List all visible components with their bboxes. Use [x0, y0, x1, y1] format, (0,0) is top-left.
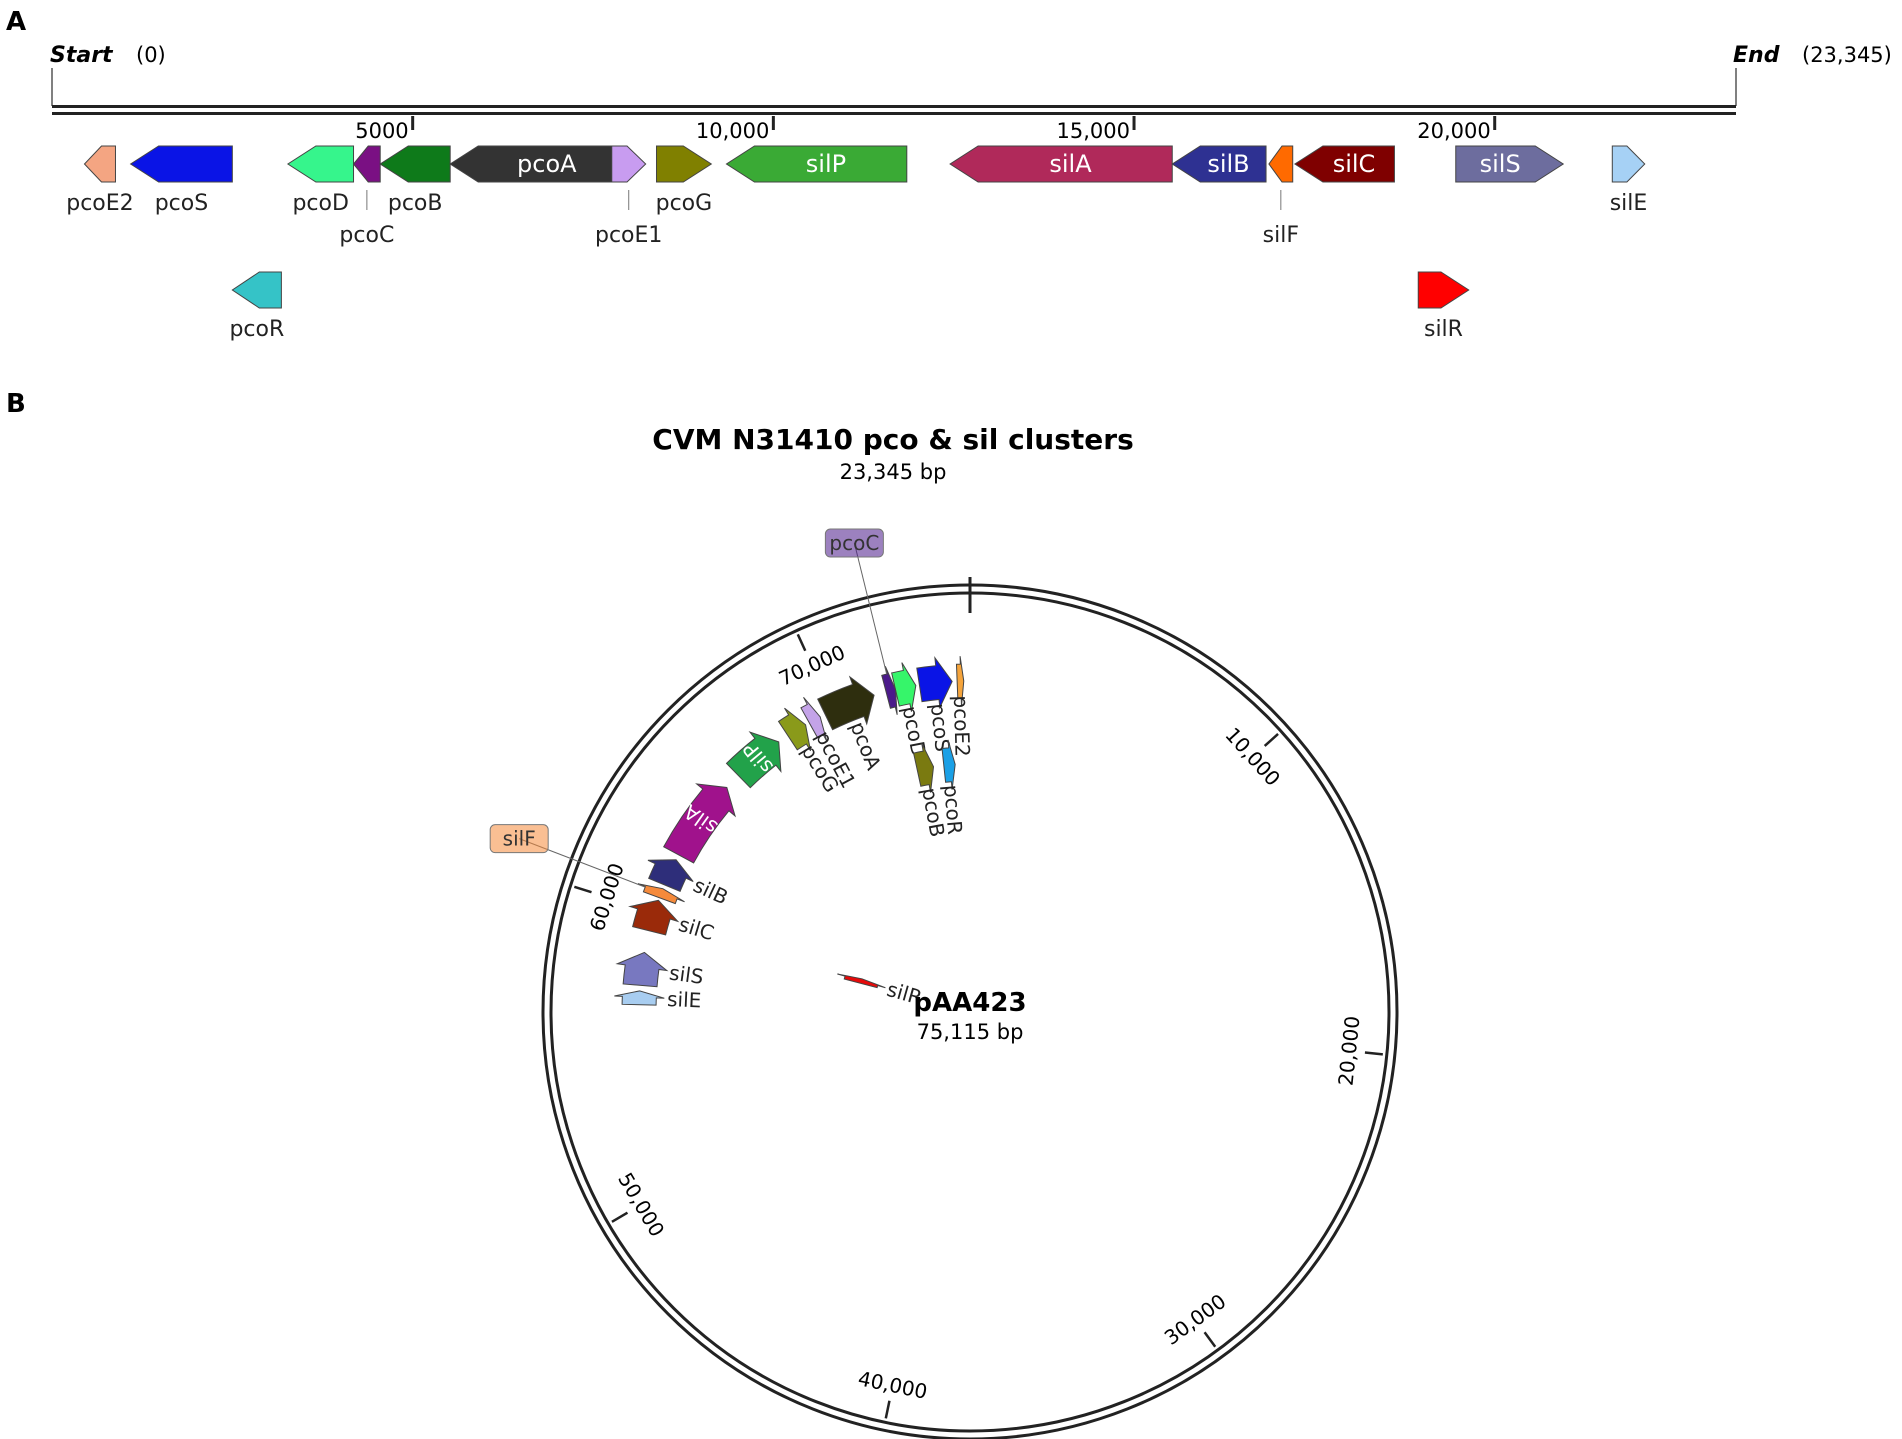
- panel-b-letter: B: [6, 389, 26, 419]
- sequence-backbone-lower: [52, 112, 1736, 115]
- plasmid-gene-pcog: [777, 707, 812, 752]
- gene-label-pcos: pcoS: [155, 191, 209, 216]
- gene-arrow-sila: [949, 145, 1173, 183]
- plasmid-gene-pcor: [941, 739, 956, 790]
- gene-label-silb: silB: [1207, 150, 1249, 178]
- callout-box-pcoc: [824, 528, 884, 558]
- circular-tick-label: 40,000: [856, 1366, 929, 1404]
- gene-label-silf: silF: [1263, 223, 1299, 248]
- gene-arrow-silc: [1293, 145, 1395, 183]
- gene-arrow-silf: [1268, 145, 1294, 183]
- linear-ticks: 5000 10,000 15,000 20,000: [355, 116, 1497, 143]
- gene-arrow-pcor: [231, 271, 282, 309]
- gene-label-silr: silR: [1424, 317, 1463, 342]
- circular-tick-label: 30,000: [1160, 1289, 1231, 1350]
- cluster-subtitle: 23,345 bp: [840, 460, 947, 484]
- plasmid-gene-silr: [837, 973, 886, 989]
- gene-arrow-pcoe1: [611, 145, 647, 183]
- circular-tick-mark: [796, 633, 807, 652]
- plasmid-gene-label-sile: silE: [667, 987, 702, 1012]
- circular-tick-label: 50,000: [613, 1168, 669, 1241]
- plasmid-gene-label-pcod: pcoD: [898, 704, 932, 759]
- plasmid-gene-pcoe1: [800, 697, 828, 742]
- circular-tick-mark: [573, 885, 592, 894]
- plasmid-gene-label-pcos: pcoS: [926, 702, 955, 753]
- end-label: End: [1733, 43, 1780, 68]
- circular-genes: pcoE2pcoSpcoDpcoCpcoApcoE1pcoGsilPsilAsi…: [489, 528, 975, 1012]
- gene-label-pcoa: pcoA: [517, 150, 577, 178]
- gene-arrow-silr: [1417, 271, 1470, 309]
- circular-tick-label: 10,000: [1220, 723, 1285, 791]
- plasmid-gene-label-pcoe2: pcoE2: [949, 695, 975, 757]
- callout-leader: [853, 542, 888, 675]
- start-label: Start: [50, 43, 114, 68]
- circular-tick-mark: [884, 1400, 891, 1419]
- linear-genes: pcoE2 pcoS pcoD pcoC pcoB pcoA pcoE1 pcoG silP si…: [66, 145, 1648, 342]
- gene-arrow-pcod: [286, 145, 355, 183]
- plasmid-gene-sils: [615, 951, 669, 988]
- gene-label-pcod: pcoD: [292, 191, 348, 216]
- sequence-backbone: [52, 105, 1736, 108]
- gene-arrow-silb: [1171, 145, 1267, 183]
- plasmid-gene-sila: [663, 783, 736, 864]
- gene-arrow-pcob: [379, 145, 451, 183]
- gene-label-pcog: pcoG: [656, 191, 713, 216]
- linear-tick-label: 15,000: [1057, 119, 1130, 143]
- circular-tick-label: 60,000: [585, 860, 629, 934]
- circular-tick-label: 70,000: [775, 640, 849, 691]
- gene-label-pcoe2: pcoE2: [66, 191, 133, 216]
- callout-box-silf: [489, 824, 549, 854]
- gene-arrow-pcoc: [352, 145, 381, 183]
- plasmid-gene-silc: [628, 899, 680, 936]
- gene-label-silc: silC: [1333, 150, 1376, 178]
- gene-arrow-sile: [1611, 145, 1646, 183]
- plasmid-gene-pcod: [891, 662, 917, 712]
- panel-a-linear-map: A Start (0) End (23,345) 5000 10,000 15,00…: [6, 7, 1892, 342]
- gene-label-pcor: pcoR: [229, 317, 284, 342]
- gene-arrow-pcog: [655, 145, 713, 183]
- plasmid-gene-sile: [614, 990, 665, 1006]
- gene-label-sila: silA: [1049, 150, 1092, 178]
- circular-tick-mark: [1263, 732, 1279, 747]
- plasmid-gene-label-silb: silB: [690, 873, 732, 910]
- gene-arrow-silp: [725, 145, 908, 183]
- plasmid-gene-label-sils: silS: [668, 961, 705, 989]
- plasmid-name: pAA423: [913, 988, 1026, 1018]
- circular-tick-mark: [1364, 1051, 1383, 1056]
- circular-tick-mark: [1203, 1331, 1217, 1348]
- circular-tick-label: 20,000: [1334, 1015, 1365, 1087]
- plasmid-size: 75,115 bp: [917, 1020, 1024, 1044]
- plasmid-gene-silf: [637, 883, 685, 905]
- plasmid-gene-pcoc: [881, 666, 898, 715]
- plasmid-gene-label-pcor: pcoR: [939, 784, 967, 836]
- plasmid-gene-pcoa: [817, 675, 875, 731]
- linear-tick-label: 10,000: [696, 119, 769, 143]
- end-value: (23,345): [1802, 43, 1892, 67]
- gene-label-sils: silS: [1480, 150, 1521, 178]
- plasmid-gene-pcos: [916, 655, 953, 710]
- gene-label-sile: silE: [1610, 191, 1648, 216]
- plasmid-gene-silb: [647, 859, 694, 893]
- cluster-title: CVM N31410 pco & sil clusters: [652, 423, 1133, 456]
- plasmid-gene-pcob: [912, 743, 935, 793]
- gene-label-silp: silP: [806, 150, 846, 178]
- plasmid-gene-label-pcoc: pcoC: [829, 531, 879, 555]
- gene-label-pcob: pcoB: [388, 191, 443, 216]
- gene-label-pcoe1: pcoE1: [595, 223, 662, 248]
- circular-tick-mark: [611, 1211, 629, 1223]
- panel-a-letter: A: [6, 7, 26, 37]
- gene-arrow-sils: [1455, 145, 1565, 183]
- linear-tick-label: 5000: [355, 119, 408, 143]
- gene-label-pcoc: pcoC: [339, 223, 394, 248]
- linear-tick-label: 20,000: [1417, 119, 1490, 143]
- panel-b-circular-map: B CVM N31410 pco & sil clusters 23,345 b…: [6, 389, 1399, 1439]
- plasmid-gene-label-silf: silF: [503, 827, 536, 851]
- start-value: (0): [136, 43, 166, 67]
- gene-arrow-pcos: [129, 145, 233, 183]
- plasmid-gene-label-silc: silC: [676, 912, 717, 945]
- plasmid-gene-pcoe2: [955, 656, 965, 707]
- gene-arrow-pcoe2: [83, 145, 116, 183]
- plasmid-gene-silp: [725, 731, 782, 789]
